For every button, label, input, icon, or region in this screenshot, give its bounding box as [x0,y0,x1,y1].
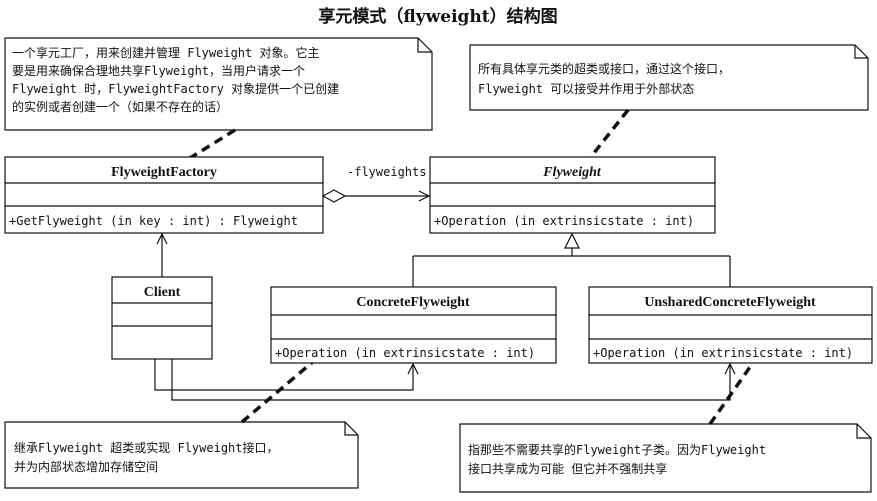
note-factory-line-2: 要是用来确保合理地共享Flyweight，当用户请求一个 [12,63,305,78]
diagram-title: 享元模式（flyweight）结构图 [318,6,557,27]
op-get-flyweight: +GetFlyweight (in key : int) : Flyweight [9,214,298,228]
op-flyweight-operation: +Operation (in extrinsicstate : int) [434,214,694,228]
note-concrete-line-2: 并为内部状态增加存储空间 [14,459,158,474]
class-flyweight: Flyweight +Operation (in extrinsicstate … [429,156,716,234]
note-anchor-concrete [240,358,317,424]
note-anchor-unshared [708,358,757,426]
generalization-to-flyweight [412,232,731,287]
association-label: -flyweights [347,165,426,179]
note-anchor-factory [189,128,236,160]
note-flyweight-line-1: 所有具体享元类的超类或接口，通过这个接口， [478,61,730,76]
note-unshared-line-1: 指那些不需要共享的Flyweight子类。因为Flyweight [468,442,766,457]
class-name-client: Client [144,285,181,300]
note-factory-line-1: 一个享元工厂，用来创建并管理 Flyweight 对象。它主 [12,45,319,60]
class-name-concrete-flyweight: ConcreteFlyweight [356,295,470,310]
note-concrete: 继承Flyweight 超类或实现 Flyweight接口， 并为内部状态增加存… [4,421,359,489]
note-factory: 一个享元工厂，用来创建并管理 Flyweight 对象。它主 要是用来确保合理地… [4,37,433,131]
note-factory-line-4: 的实例或者创建一个（如果不存在的话） [12,99,228,114]
class-name-unshared-concrete-flyweight: UnsharedConcreteFlyweight [644,295,816,310]
association-client-concrete [154,359,413,391]
aggregation-factory-flyweight: -flyweights [321,165,429,203]
association-client-unshared [171,359,730,401]
class-name-flyweight: Flyweight [542,165,602,180]
note-concrete-line-1: 继承Flyweight 超类或实现 Flyweight接口， [14,440,279,455]
class-name-flyweight-factory: FlyweightFactory [111,165,217,180]
note-anchor-flyweight [588,108,630,160]
note-flyweight-line-2: Flyweight 可以接受并作用于外部状态 [478,81,694,96]
class-unshared-concrete-flyweight: UnsharedConcreteFlyweight +Operation (in… [588,286,873,364]
note-unshared: 指那些不需要共享的Flyweight子类。因为Flyweight 接口共享成为可… [459,423,872,493]
class-client: Client [111,276,213,360]
class-flyweight-factory: FlyweightFactory +GetFlyweight (in key :… [4,156,324,234]
op-concrete-operation: +Operation (in extrinsicstate : int) [275,346,535,360]
note-unshared-line-2: 接口共享成为可能 但它并不强制共享 [468,461,667,476]
note-flyweight: 所有具体享元类的超类或接口，通过这个接口， Flyweight 可以接受并作用于… [469,44,869,111]
note-factory-line-3: Flyweight 时，FlyweightFactory 对象提供一个已创建 [12,81,339,96]
class-concrete-flyweight: ConcreteFlyweight +Operation (in extrins… [270,286,557,364]
op-unshared-operation: +Operation (in extrinsicstate : int) [593,346,853,360]
